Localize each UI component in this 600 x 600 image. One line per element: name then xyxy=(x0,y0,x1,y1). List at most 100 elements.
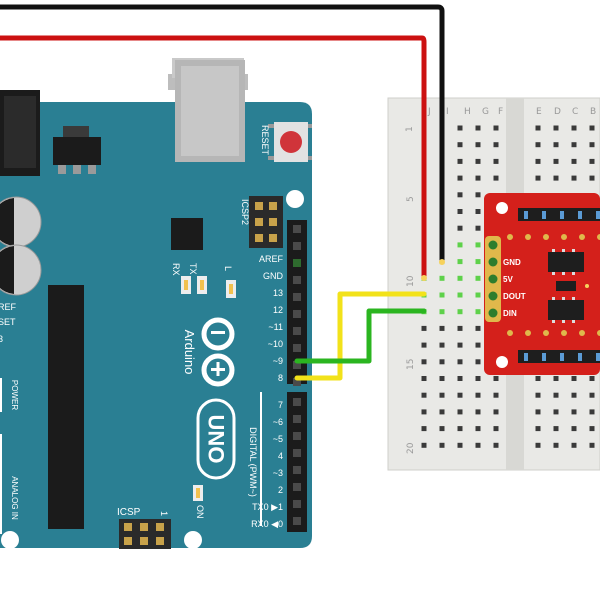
reset-button[interactable] xyxy=(280,131,302,153)
usb-connector-face xyxy=(181,66,239,156)
module-chip-bottom xyxy=(548,300,584,320)
header-label-1: TX0 ▶1 xyxy=(252,502,283,512)
breadboard-hole xyxy=(475,426,481,432)
header-pin-hole xyxy=(293,327,301,335)
breadboard-hole xyxy=(475,309,481,315)
breadboard-hole xyxy=(475,325,481,331)
breadboard-hole xyxy=(421,392,427,398)
breadboard-hole xyxy=(553,409,559,415)
breadboard-hole xyxy=(421,409,427,415)
header-label-5: ~5 xyxy=(273,434,283,444)
power-label: POWER xyxy=(10,380,19,410)
aref-left-label: REF xyxy=(0,302,17,312)
breadboard-hole xyxy=(553,392,559,398)
breadboard-hole xyxy=(535,158,541,164)
breadboard-hole xyxy=(475,192,481,198)
module-label-5v: 5V xyxy=(503,275,513,284)
header-pin-hole xyxy=(293,500,301,508)
row-label-15: 15 xyxy=(406,359,416,370)
header-label-13: 13 xyxy=(273,288,283,298)
breadboard-hole xyxy=(493,442,499,448)
header-label-2: 2 xyxy=(278,485,283,495)
module-pin-din xyxy=(488,308,498,318)
breadboard-hole xyxy=(493,376,499,381)
header-pin-hole xyxy=(293,293,301,301)
reset-left-label: SET xyxy=(0,317,16,327)
breadboard-hole xyxy=(553,376,559,381)
breadboard-hole xyxy=(535,426,541,432)
breadboard-hole xyxy=(571,392,577,398)
breadboard-hole xyxy=(571,426,577,432)
wires xyxy=(0,4,445,381)
rx-label: RX xyxy=(171,263,181,276)
breadboard-hole xyxy=(475,275,481,281)
breadboard-hole xyxy=(475,142,481,148)
breadboard-hole xyxy=(457,175,463,181)
module-pin-1 xyxy=(488,240,498,250)
header-pin-hole xyxy=(293,483,301,491)
header-label-10: ~10 xyxy=(268,339,283,349)
module-chip-top xyxy=(548,252,584,272)
breadboard-hole xyxy=(553,442,559,448)
breadboard-hole xyxy=(457,392,463,398)
header-pin-hole xyxy=(293,449,301,457)
header-label-8: 8 xyxy=(278,373,283,383)
module-led xyxy=(585,284,589,288)
breadboard-hole xyxy=(571,142,577,148)
breadboard-hole xyxy=(493,125,499,131)
breadboard-hole xyxy=(589,409,595,415)
breadboard-hole xyxy=(421,376,427,381)
breadboard-hole xyxy=(457,359,463,365)
breadboard-hole xyxy=(571,125,577,131)
breadboard-hole xyxy=(589,442,595,448)
board-mount-hole-top xyxy=(286,190,304,208)
breadboard-hole xyxy=(421,359,427,365)
module-mount-hole-bottom xyxy=(496,356,508,368)
left-3-label: 3 xyxy=(0,334,3,344)
digital-header-top xyxy=(287,220,307,384)
header-label-aref: AREF xyxy=(259,254,284,264)
breadboard-hole xyxy=(535,376,541,381)
breadboard-hole xyxy=(535,409,541,415)
icsp-pin1-label: 1 xyxy=(159,511,169,516)
breadboard-hole xyxy=(439,409,445,415)
module-bottom-header xyxy=(518,350,600,363)
breadboard-hole xyxy=(475,242,481,248)
header-pin-hole xyxy=(293,310,301,318)
breadboard-hole xyxy=(457,292,463,298)
breadboard-hole xyxy=(475,359,481,365)
digital-header-holes xyxy=(293,225,301,525)
breadboard-hole xyxy=(457,142,463,148)
arduino-uno-board: RESET ICSP2 TX RX L Arduino xyxy=(0,58,312,549)
col-label-e: E xyxy=(536,107,542,117)
breadboard-hole xyxy=(571,158,577,164)
breadboard-hole xyxy=(439,342,445,348)
wire-green-din xyxy=(294,308,427,364)
module-transistor xyxy=(556,281,576,291)
breadboard-hole xyxy=(439,392,445,398)
breadboard-hole xyxy=(589,392,595,398)
breadboard-hole xyxy=(475,125,481,131)
breadboard-hole xyxy=(493,158,499,164)
breadboard-hole xyxy=(439,426,445,432)
breadboard-hole xyxy=(457,342,463,348)
breadboard-hole xyxy=(439,359,445,365)
wire-red-5v xyxy=(0,35,427,281)
breadboard-hole xyxy=(457,426,463,432)
uno-label: UNO xyxy=(204,415,229,464)
on-label: ON xyxy=(195,505,205,519)
col-label-b: B xyxy=(590,107,596,117)
tx-label: TX xyxy=(188,263,198,275)
digital-header-bottom xyxy=(287,392,307,532)
icsp2-header xyxy=(249,196,283,248)
breadboard-hole xyxy=(589,376,595,381)
breadboard-hole xyxy=(457,242,463,248)
breadboard-hole xyxy=(553,125,559,131)
board-mount-hole-left xyxy=(1,531,19,549)
breadboard-hole xyxy=(457,192,463,198)
breadboard-hole xyxy=(439,325,445,331)
icsp-label: ICSP xyxy=(117,507,141,518)
header-pin-hole xyxy=(293,517,301,525)
breadboard-hole xyxy=(439,309,445,315)
header-pin-hole xyxy=(293,361,301,369)
